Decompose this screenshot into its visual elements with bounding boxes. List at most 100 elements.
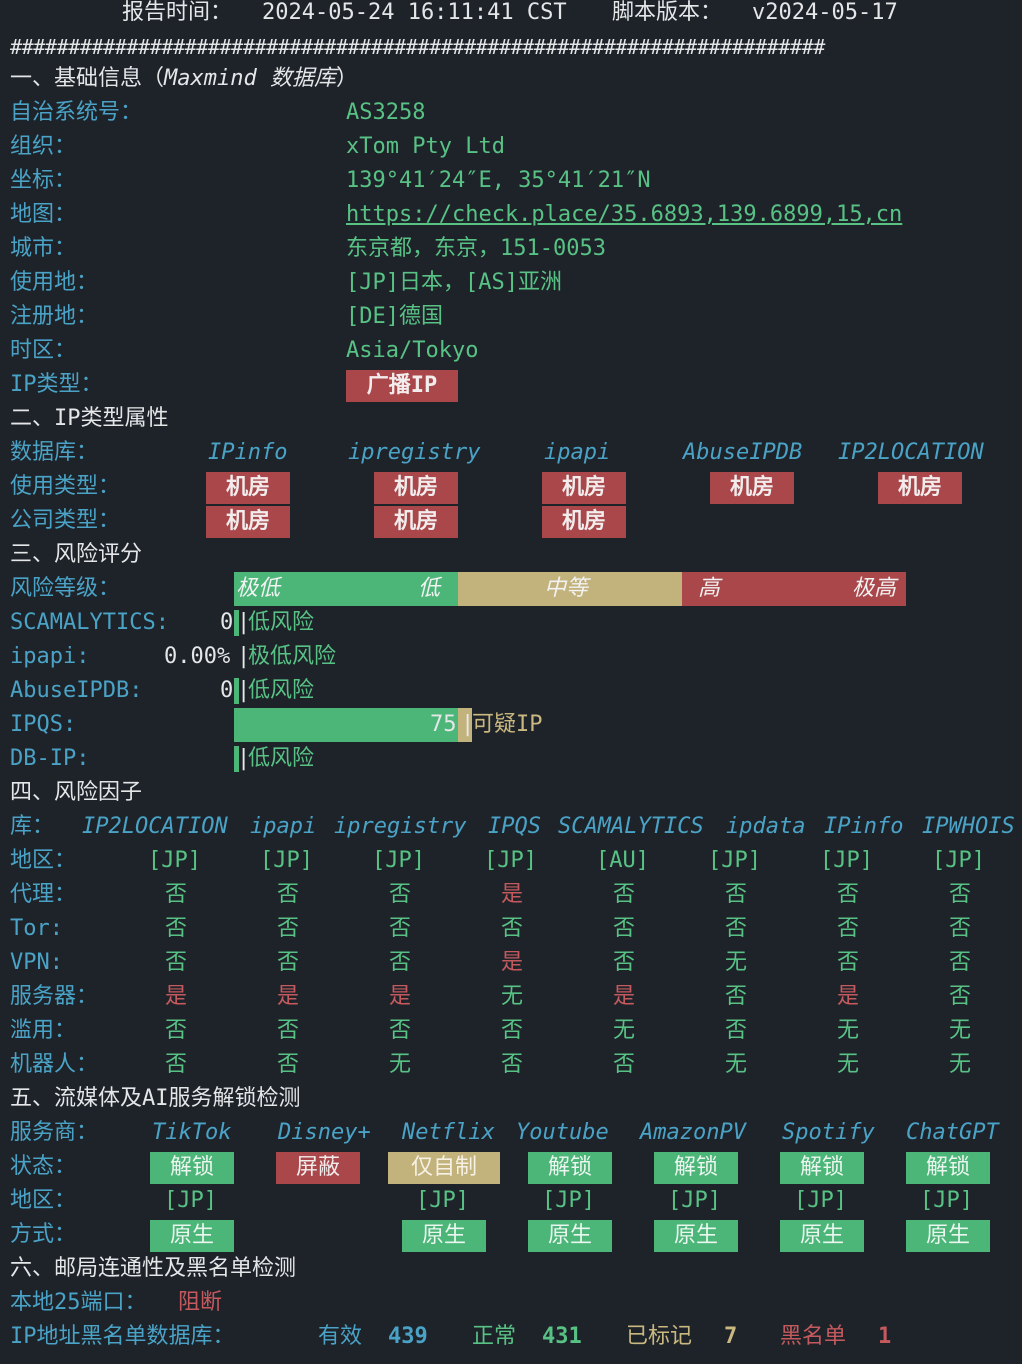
level-very-high: 极高 bbox=[852, 576, 897, 601]
risk-factor-value: 是 bbox=[389, 984, 412, 1009]
blacklist-label: IP地址黑名单数据库： bbox=[10, 1324, 235, 1349]
section-streaming-title: 五、流媒体及AI服务解锁检测 bbox=[10, 1086, 301, 1111]
ipqs-bar-yellow bbox=[458, 708, 472, 742]
asn-value: AS3258 bbox=[346, 100, 426, 125]
lib-ipregistry: ipregistry bbox=[334, 814, 467, 839]
section-title-source: Maxmind 数据库 bbox=[164, 66, 336, 91]
marked-count: 7 bbox=[724, 1324, 738, 1349]
status-badge-spotify: 解锁 bbox=[780, 1152, 864, 1184]
risk-factor-label: 代理： bbox=[10, 882, 77, 907]
risk-factor-value: 无 bbox=[949, 1018, 972, 1043]
abuseipdb-score: 0 bbox=[220, 678, 234, 703]
provider-netflix: Netflix bbox=[402, 1120, 495, 1145]
risk-factor-value: [JP] bbox=[372, 848, 425, 873]
risk-factor-value: 无 bbox=[501, 984, 524, 1009]
scamalytics-bar bbox=[234, 610, 239, 636]
risk-factor-value: 否 bbox=[277, 950, 300, 975]
lib-scamalytics: SCAMALYTICS bbox=[558, 814, 704, 839]
provider-spotify: Spotify bbox=[782, 1120, 875, 1145]
separator: | bbox=[237, 644, 251, 669]
method-badge-amazonpv: 原生 bbox=[654, 1220, 738, 1252]
map-label: 地图： bbox=[10, 202, 77, 227]
risk-factor-value: 否 bbox=[501, 916, 524, 941]
status-badge-amazonpv: 解锁 bbox=[654, 1152, 738, 1184]
risk-factor-value: [JP] bbox=[708, 848, 761, 873]
risk-factor-value: 否 bbox=[725, 916, 748, 941]
lib-ipapi: ipapi bbox=[250, 814, 317, 839]
status-badge-disney: 屏蔽 bbox=[276, 1152, 360, 1184]
risk-factor-value: 是 bbox=[501, 950, 524, 975]
region-tiktok: [JP] bbox=[164, 1188, 217, 1213]
timezone-value: Asia/Tokyo bbox=[346, 338, 479, 363]
db-abuseipdb: AbuseIPDB bbox=[683, 440, 803, 465]
coords-label: 坐标： bbox=[10, 168, 77, 193]
separator: | bbox=[461, 712, 475, 737]
usage-type-badge: 机房 bbox=[542, 472, 626, 504]
provider-chatgpt: ChatGPT bbox=[906, 1120, 999, 1145]
marked-label: 已标记 bbox=[626, 1324, 693, 1349]
company-type-badge: 机房 bbox=[542, 506, 626, 538]
risk-factor-value: 否 bbox=[501, 1018, 524, 1043]
normal-label: 正常 bbox=[472, 1324, 517, 1349]
provider-label: 服务商： bbox=[10, 1120, 99, 1145]
risk-factor-value: 是 bbox=[277, 984, 300, 1009]
method-badge-netflix: 原生 bbox=[402, 1220, 486, 1252]
section-ip-type-title: 二、IP类型属性 bbox=[10, 406, 169, 431]
separator: | bbox=[237, 678, 251, 703]
risk-factor-value: 否 bbox=[277, 916, 300, 941]
risk-factor-value: 无 bbox=[725, 950, 748, 975]
method-badge-spotify: 原生 bbox=[780, 1220, 864, 1252]
risk-scale-red bbox=[682, 572, 906, 606]
ip-type-badge: 广播IP bbox=[346, 370, 458, 402]
ipqs-bar-green bbox=[234, 708, 458, 742]
risk-factor-label: 机器人： bbox=[10, 1052, 99, 1077]
risk-factor-value: 否 bbox=[165, 950, 188, 975]
level-very-low: 极低 bbox=[236, 576, 281, 601]
risk-factor-label: 地区： bbox=[10, 848, 77, 873]
risk-factor-value: [JP] bbox=[820, 848, 873, 873]
org-value: xTom Pty Ltd bbox=[346, 134, 505, 159]
scamalytics-score: 0 bbox=[220, 610, 234, 635]
risk-factor-label: 滥用： bbox=[10, 1018, 77, 1043]
usage-type-badge: 机房 bbox=[878, 472, 962, 504]
risk-factor-value: 无 bbox=[725, 1052, 748, 1077]
method-badge-youtube: 原生 bbox=[528, 1220, 612, 1252]
registration-value: [DE]德国 bbox=[346, 304, 443, 329]
risk-scale-green bbox=[234, 572, 458, 606]
ipapi-score: 0.00% bbox=[164, 644, 231, 669]
asn-label: 自治系统号： bbox=[10, 100, 143, 125]
valid-label: 有效 bbox=[318, 1324, 363, 1349]
valid-count: 439 bbox=[388, 1324, 428, 1349]
dbip-risk: 低风险 bbox=[248, 746, 315, 771]
company-type-badge: 机房 bbox=[374, 506, 458, 538]
method-badge-tiktok: 原生 bbox=[150, 1220, 234, 1252]
risk-factor-label: VPN: bbox=[10, 950, 63, 975]
risk-factor-value: 是 bbox=[837, 984, 860, 1009]
status-label: 状态： bbox=[10, 1154, 77, 1179]
usage-location-value: [JP]日本，[AS]亚洲 bbox=[346, 270, 562, 295]
usage-type-label: 使用类型： bbox=[10, 474, 121, 499]
abuseipdb-risk: 低风险 bbox=[248, 678, 315, 703]
org-label: 组织： bbox=[10, 134, 77, 159]
risk-factor-value: 是 bbox=[501, 882, 524, 907]
port25-label: 本地25端口： bbox=[10, 1290, 147, 1315]
ipqs-risk: 可疑IP bbox=[472, 712, 543, 737]
risk-factor-label: 服务器： bbox=[10, 984, 99, 1009]
lib-ipdata: ipdata bbox=[726, 814, 806, 839]
section-basic-info-title: 一、基础信息（Maxmind 数据库） bbox=[10, 62, 358, 96]
risk-factor-value: 无 bbox=[613, 1018, 636, 1043]
risk-factor-value: 否 bbox=[949, 916, 972, 941]
dbip-label: DB-IP: bbox=[10, 746, 90, 771]
status-badge-netflix: 仅自制 bbox=[388, 1152, 500, 1184]
map-link[interactable]: https://check.place/35.6893,139.6899,15,… bbox=[346, 202, 903, 227]
coords-value: 139°41′24″E, 35°41′21″N bbox=[346, 168, 651, 193]
risk-factor-value: 否 bbox=[389, 950, 412, 975]
timezone-label: 时区： bbox=[10, 338, 77, 363]
provider-tiktok: TikTok bbox=[152, 1120, 232, 1145]
db-ipregistry: ipregistry bbox=[348, 440, 481, 465]
risk-factor-value: 否 bbox=[165, 1018, 188, 1043]
scamalytics-label: SCAMALYTICS: bbox=[10, 610, 169, 635]
region-label: 地区： bbox=[10, 1188, 77, 1213]
usage-type-badge: 机房 bbox=[206, 472, 290, 504]
risk-factor-value: 否 bbox=[613, 950, 636, 975]
